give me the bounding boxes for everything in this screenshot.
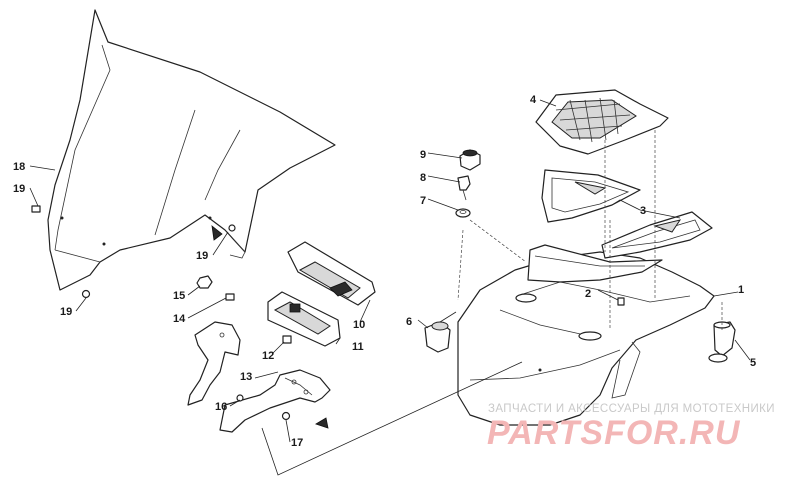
side-panel-3-lower — [601, 211, 713, 259]
hood-vent-insert — [527, 244, 663, 283]
callout-5: 5 — [750, 357, 756, 369]
screw-2 — [617, 297, 625, 306]
direction-arrow-1 — [211, 225, 223, 241]
bracket-13 — [219, 369, 331, 433]
callout-9: 9 — [420, 149, 426, 161]
switch-6 — [424, 321, 451, 353]
bracket-14 — [187, 321, 241, 406]
callout-15: 15 — [173, 290, 185, 302]
callout-2: 2 — [585, 288, 591, 300]
gauge-module-10 — [287, 241, 376, 306]
callout-10: 10 — [353, 319, 365, 331]
callout-3: 3 — [640, 205, 646, 217]
watermark-logo: PARTSFOR.RU — [487, 414, 741, 452]
vent-grille-4 — [535, 89, 669, 155]
callout-13: 13 — [240, 371, 252, 383]
key-8 — [457, 175, 471, 201]
callout-11: 11 — [352, 341, 364, 353]
callout-16: 16 — [215, 401, 227, 413]
callout-19-bottom: 19 — [60, 306, 72, 318]
bolt-16 — [236, 394, 244, 402]
cap-9 — [459, 149, 481, 171]
callout-1: 1 — [738, 284, 744, 296]
callout-6: 6 — [406, 316, 412, 328]
bolt-14-small — [225, 293, 235, 301]
nut-15 — [196, 275, 213, 289]
screw-12 — [282, 335, 292, 344]
bolt-19-lower — [81, 289, 91, 299]
watermark-tagline: ЗАПЧАСТИ И АКСЕССУАРЫ ДЛЯ МОТОТЕХНИКИ — [488, 403, 775, 415]
bolt-19-left — [31, 205, 41, 213]
leader-lines — [29, 99, 751, 443]
callout-18: 18 — [13, 161, 25, 173]
direction-arrow-2 — [315, 417, 329, 429]
callout-19-left: 19 — [13, 183, 25, 195]
gauge-module-11 — [267, 291, 341, 347]
callout-12: 12 — [262, 350, 274, 362]
side-panel-3-upper — [541, 169, 641, 223]
nut-7 — [455, 208, 471, 218]
callout-labels: 1 2 3 4 5 6 7 8 9 10 11 12 13 14 15 16 1… — [13, 94, 756, 449]
windshield — [47, 9, 336, 291]
callout-8: 8 — [420, 172, 426, 184]
callout-19-right: 19 — [196, 250, 208, 262]
callout-17: 17 — [291, 437, 303, 449]
callout-7: 7 — [420, 195, 426, 207]
nut-17 — [281, 411, 291, 421]
callout-14: 14 — [173, 313, 186, 325]
callout-4: 4 — [530, 94, 537, 106]
bolt-19-right — [228, 224, 236, 232]
assembly-dash-lines — [261, 130, 723, 476]
